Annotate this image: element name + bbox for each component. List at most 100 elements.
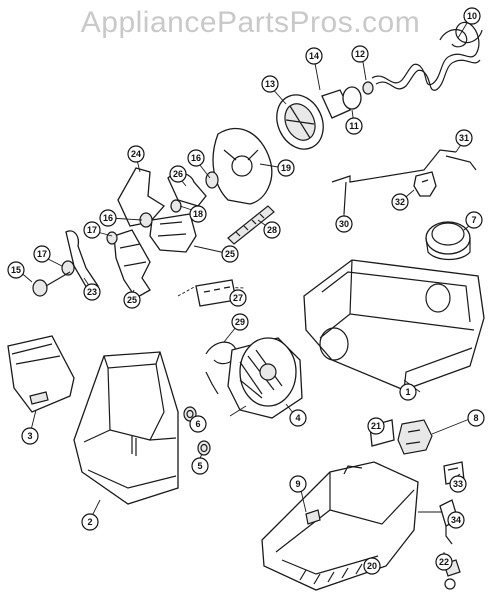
callout-8: 8 xyxy=(467,409,485,427)
callout-circle xyxy=(467,409,485,427)
callout-number: 33 xyxy=(453,479,463,489)
callout-circle xyxy=(123,291,141,309)
callout-30: 30 xyxy=(335,215,353,233)
callout-number: 15 xyxy=(11,265,21,275)
callout-number: 11 xyxy=(349,121,359,131)
callout-number: 25 xyxy=(127,295,137,305)
grommet-part xyxy=(425,221,471,261)
callout-16: 16 xyxy=(99,209,117,227)
callout-number: 34 xyxy=(451,515,461,525)
callout-6: 6 xyxy=(189,415,207,433)
callout-circle xyxy=(289,409,307,427)
callout-circle xyxy=(33,245,51,263)
callout-circle xyxy=(221,245,239,263)
callout-circle xyxy=(83,221,101,239)
callout-number: 1 xyxy=(405,387,410,397)
base-tray-part xyxy=(261,461,419,591)
callout-17: 17 xyxy=(33,245,51,263)
callout-number: 29 xyxy=(235,317,245,327)
callout-7: 7 xyxy=(465,211,483,229)
callout-33: 33 xyxy=(449,475,467,493)
callout-circle xyxy=(305,47,323,65)
drive-motor-assembly-part xyxy=(276,81,374,150)
callout-number: 22 xyxy=(439,557,449,567)
fan-module-part xyxy=(227,337,303,419)
motor-cover-part xyxy=(212,127,273,205)
callout-13: 13 xyxy=(261,75,279,93)
callout-circle xyxy=(277,159,295,177)
callout-5: 5 xyxy=(191,457,209,475)
callout-22: 22 xyxy=(435,553,453,571)
callout-number: 10 xyxy=(467,11,477,21)
connector-block-part xyxy=(177,279,245,307)
callout-number: 4 xyxy=(295,413,300,423)
callout-circle xyxy=(83,283,101,301)
callout-circle xyxy=(189,205,207,223)
callout-circle xyxy=(187,149,205,167)
callout-number: 16 xyxy=(103,213,113,223)
callout-12: 12 xyxy=(351,45,369,63)
callout-circle xyxy=(263,221,281,239)
callout-circle xyxy=(169,165,187,183)
callout-23: 23 xyxy=(83,283,101,301)
callout-number: 9 xyxy=(295,479,300,489)
callout-31: 31 xyxy=(455,129,473,147)
callout-16: 16 xyxy=(187,149,205,167)
ejector-arm-parts xyxy=(32,229,151,299)
callout-14: 14 xyxy=(305,47,323,65)
callout-circle xyxy=(345,117,363,135)
callout-21: 21 xyxy=(367,417,385,435)
callout-34: 34 xyxy=(447,511,465,529)
callout-circle xyxy=(229,289,247,307)
callout-number: 12 xyxy=(355,49,365,59)
callout-25: 25 xyxy=(221,245,239,263)
callout-circle xyxy=(7,261,25,279)
callout-number: 8 xyxy=(473,413,478,423)
front-panel-part xyxy=(7,335,75,413)
callout-number: 25 xyxy=(225,249,235,259)
callout-19: 19 xyxy=(277,159,295,177)
callout-circle xyxy=(261,75,279,93)
callout-circle xyxy=(351,45,369,63)
callout-number: 27 xyxy=(233,293,243,303)
callout-number: 31 xyxy=(459,133,469,143)
callout-circle xyxy=(447,511,465,529)
callout-circle xyxy=(399,383,417,401)
callout-20: 20 xyxy=(363,557,381,575)
callout-number: 17 xyxy=(87,225,97,235)
callout-circle xyxy=(127,145,145,163)
callout-number: 26 xyxy=(173,169,183,179)
callout-number: 19 xyxy=(281,163,291,173)
callout-circle xyxy=(363,557,381,575)
callout-32: 32 xyxy=(391,193,409,211)
callout-number: 14 xyxy=(309,51,319,61)
callout-24: 24 xyxy=(127,145,145,163)
callout-25: 25 xyxy=(123,291,141,309)
callout-11: 11 xyxy=(345,117,363,135)
callout-29: 29 xyxy=(231,313,249,331)
callout-circle xyxy=(335,215,353,233)
callout-1: 1 xyxy=(399,383,417,401)
callout-26: 26 xyxy=(169,165,187,183)
callout-bubbles: 1234567891011121314151616171718192021222… xyxy=(7,7,485,575)
callout-4: 4 xyxy=(289,409,307,427)
callout-number: 23 xyxy=(87,287,97,297)
callout-circle xyxy=(289,475,307,493)
callout-circle xyxy=(189,415,207,433)
callout-number: 20 xyxy=(367,561,377,571)
callout-10: 10 xyxy=(463,7,481,25)
electrical-parts xyxy=(369,419,465,590)
callout-27: 27 xyxy=(229,289,247,307)
callout-number: 16 xyxy=(191,153,201,163)
ice-bin-housing-part xyxy=(303,259,485,391)
callout-9: 9 xyxy=(289,475,307,493)
heater-coil-part xyxy=(371,21,483,91)
callout-number: 7 xyxy=(471,215,476,225)
ice-bucket-part xyxy=(73,351,179,505)
callout-15: 15 xyxy=(7,261,25,279)
callout-number: 17 xyxy=(37,249,47,259)
callout-number: 2 xyxy=(87,517,92,527)
callout-number: 21 xyxy=(371,421,381,431)
